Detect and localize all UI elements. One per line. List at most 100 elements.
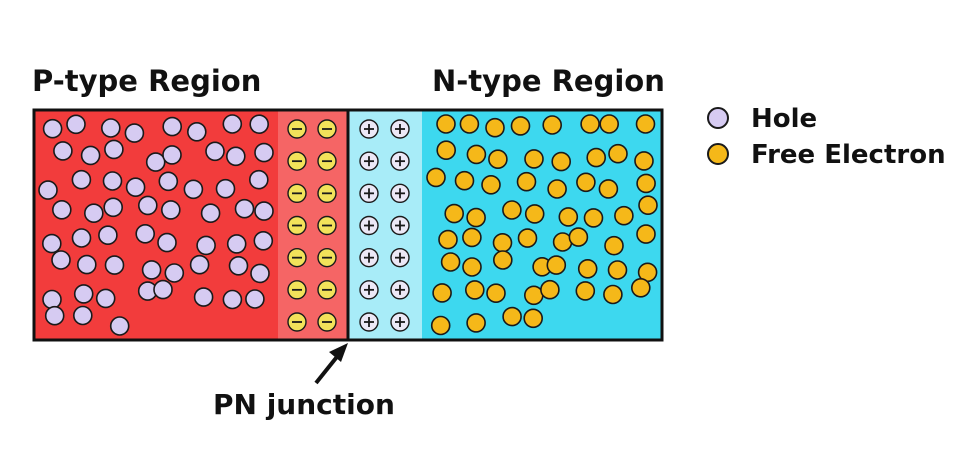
positive-ion [359, 312, 379, 332]
negative-ion [287, 280, 307, 300]
hole [183, 179, 204, 200]
free-electron [510, 116, 531, 136]
free-electron [603, 284, 623, 305]
free-electron [430, 315, 451, 336]
free-electron [438, 229, 458, 250]
free-electron [580, 114, 600, 134]
negative-ion [317, 280, 337, 300]
hole [101, 118, 121, 138]
hole [102, 171, 123, 191]
hole [158, 171, 179, 192]
free-electron [598, 179, 619, 199]
free-electron [568, 227, 589, 247]
free-electron [492, 250, 513, 270]
hole [228, 255, 249, 276]
free-electron [516, 171, 537, 192]
hole [254, 201, 274, 221]
hole [161, 200, 181, 220]
free-electron [464, 280, 485, 300]
positive-ion [390, 312, 410, 332]
hole [98, 225, 118, 245]
free-electron [583, 208, 604, 228]
free-electron [436, 140, 457, 160]
negative-ion [287, 119, 307, 139]
hole [41, 233, 62, 254]
hole [162, 145, 182, 165]
free-electron [608, 143, 628, 164]
negative-ion [317, 151, 337, 171]
free-electron [524, 149, 544, 169]
positive-ion [390, 119, 410, 139]
hole [104, 255, 125, 275]
positive-ion [390, 280, 410, 300]
hole [187, 122, 207, 142]
hole [196, 235, 216, 256]
free-electron [558, 207, 579, 227]
hole [162, 116, 182, 137]
n-type-region-title: N-type Region [432, 64, 665, 98]
positive-ion [390, 215, 410, 236]
p-type-region-title: P-type Region [32, 64, 262, 98]
hole [153, 279, 173, 300]
hole [84, 203, 104, 223]
free-electron [485, 117, 505, 138]
free-electron [636, 173, 656, 194]
free-electron [607, 260, 628, 280]
positive-ion [359, 183, 379, 204]
free-electron [466, 207, 486, 228]
positive-ion [390, 183, 410, 204]
free-electron [599, 114, 620, 134]
free-electron [604, 235, 624, 256]
free-electron [436, 114, 456, 134]
free-electron [492, 233, 513, 253]
hole [222, 289, 243, 310]
free-electron [440, 252, 461, 272]
free-electron [466, 313, 486, 333]
hole [77, 254, 97, 275]
negative-ion [287, 312, 307, 332]
free-electron [614, 205, 634, 226]
legend-free-electron-label: Free Electron [751, 140, 946, 170]
hole [200, 203, 221, 223]
free-electron [454, 170, 475, 191]
free-electron [636, 224, 656, 244]
hole [145, 152, 166, 172]
hole [42, 289, 62, 310]
hole [109, 316, 130, 336]
hole [103, 197, 123, 218]
p-region [34, 110, 278, 340]
hole [164, 263, 185, 283]
hole [53, 141, 73, 161]
free-electron [630, 277, 651, 298]
free-electron [444, 203, 465, 224]
positive-ion [359, 119, 379, 139]
hole [44, 305, 65, 326]
n-depletion-region [348, 110, 422, 340]
free-electron [432, 283, 452, 303]
positive-ion [359, 151, 379, 171]
hole [253, 231, 274, 251]
free-electron [517, 228, 538, 248]
hole [141, 260, 162, 280]
free-electron [634, 151, 654, 171]
negative-ion [317, 183, 337, 204]
hole [104, 139, 124, 160]
negative-ion [287, 183, 307, 204]
hole [226, 146, 246, 167]
negative-ion [287, 215, 307, 236]
hole [215, 178, 236, 199]
negative-ion [317, 215, 337, 236]
free-electron [586, 147, 607, 168]
hole [245, 289, 265, 309]
hole [250, 263, 270, 284]
hole [138, 195, 158, 216]
hole [95, 288, 116, 309]
free-electron [577, 258, 598, 279]
hole [189, 254, 210, 275]
free-electron [523, 285, 544, 306]
free-electron [638, 195, 658, 215]
free-electron [540, 279, 560, 300]
hole [38, 180, 58, 200]
negative-ion [287, 247, 307, 268]
free-electron [462, 227, 482, 248]
